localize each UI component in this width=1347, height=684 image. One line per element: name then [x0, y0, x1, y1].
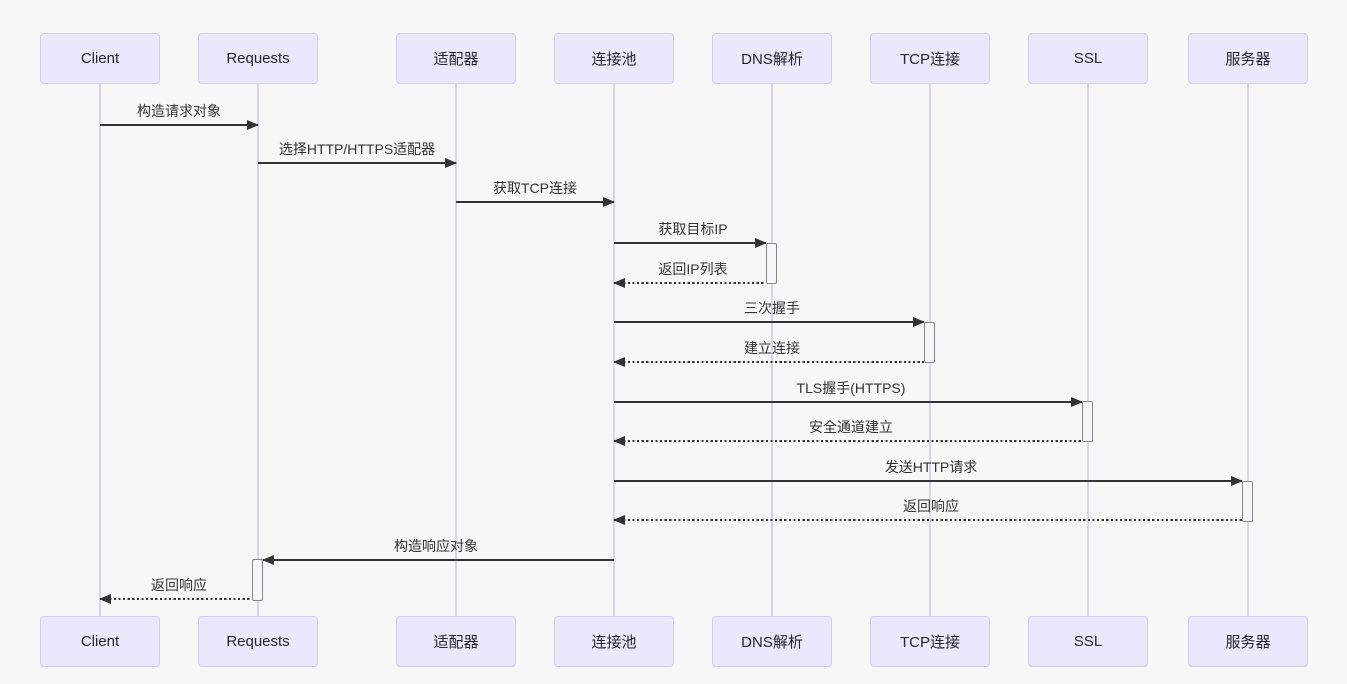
participant-top-adapter: 适配器 [396, 33, 516, 84]
message-label: 构造请求对象 [137, 103, 221, 119]
message-label: 建立连接 [744, 340, 800, 356]
message-line [614, 396, 1083, 407]
message-line [262, 554, 614, 565]
participant-top-dns: DNS解析 [712, 33, 832, 84]
participant-bottom-ssl: SSL [1028, 616, 1148, 667]
activation-dns [766, 243, 777, 284]
participant-label: Client [80, 633, 120, 650]
participant-label: Requests [226, 633, 290, 650]
message-label: 返回IP列表 [658, 261, 728, 277]
message-line [614, 475, 1243, 486]
message-line [614, 316, 925, 327]
message-line [258, 157, 457, 168]
participant-label: 连接池 [591, 51, 637, 68]
arrowhead-right-icon [1071, 396, 1083, 407]
message-label: 发送HTTP请求 [884, 459, 978, 475]
participant-label: DNS解析 [741, 51, 803, 68]
participant-top-server: 服务器 [1188, 33, 1308, 84]
participant-bottom-dns: DNS解析 [712, 616, 832, 667]
message-line [100, 119, 259, 130]
arrowhead-left-icon [262, 554, 274, 565]
arrowhead-right-icon [913, 316, 925, 327]
participant-bottom-adapter: 适配器 [396, 616, 516, 667]
participant-label: DNS解析 [741, 634, 803, 651]
lifeline-pool [613, 84, 615, 616]
arrowhead-right-icon [603, 196, 615, 207]
participant-top-client: Client [40, 33, 160, 84]
participant-bottom-server: 服务器 [1188, 616, 1308, 667]
participant-label: 连接池 [591, 634, 637, 651]
message-label: 获取TCP连接 [493, 180, 577, 196]
activation-tcp [924, 322, 935, 363]
participant-label: Client [80, 50, 120, 67]
participant-label: Requests [226, 50, 290, 67]
message-line [613, 356, 924, 367]
participant-label: 适配器 [433, 634, 479, 651]
participant-label: TCP连接 [899, 51, 960, 68]
arrowhead-right-icon [1231, 475, 1243, 486]
participant-bottom-requests: Requests [198, 616, 318, 667]
lifeline-client [99, 84, 101, 616]
participant-label: 服务器 [1225, 51, 1271, 68]
message-label: 返回响应 [151, 577, 207, 593]
activation-requests [252, 559, 263, 601]
arrowhead-left-icon [613, 277, 625, 288]
participant-label: SSL [1073, 50, 1103, 67]
activation-server [1242, 481, 1253, 522]
participant-top-tcp: TCP连接 [870, 33, 990, 84]
message-line [614, 237, 767, 248]
participant-bottom-client: Client [40, 616, 160, 667]
participant-label: 适配器 [433, 51, 479, 68]
arrowhead-left-icon [613, 514, 625, 525]
arrowhead-right-icon [247, 119, 259, 130]
lifeline-adapter [455, 84, 457, 616]
lifeline-ssl [1087, 84, 1089, 616]
message-label: 选择HTTP/HTTPS适配器 [278, 141, 436, 157]
arrowhead-right-icon [445, 157, 457, 168]
arrowhead-left-icon [613, 356, 625, 367]
participant-label: SSL [1073, 633, 1103, 650]
participant-bottom-tcp: TCP连接 [870, 616, 990, 667]
message-label: 返回响应 [903, 498, 959, 514]
participant-label: TCP连接 [899, 634, 960, 651]
arrowhead-left-icon [613, 435, 625, 446]
arrowhead-left-icon [99, 593, 111, 604]
message-label: 构造响应对象 [394, 538, 478, 554]
participant-label: 服务器 [1225, 634, 1271, 651]
message-label: 三次握手 [744, 300, 800, 316]
participant-top-requests: Requests [198, 33, 318, 84]
lifeline-server [1247, 84, 1249, 616]
lifeline-dns [771, 84, 773, 616]
lifeline-requests [257, 84, 259, 616]
participant-top-ssl: SSL [1028, 33, 1148, 84]
activation-ssl [1082, 401, 1093, 442]
message-label: 获取目标IP [658, 221, 728, 237]
message-line [456, 196, 615, 207]
message-line [613, 277, 766, 288]
message-line [99, 593, 252, 604]
message-label: TLS握手(HTTPS) [796, 380, 906, 396]
message-label: 安全通道建立 [809, 419, 893, 435]
participant-top-pool: 连接池 [554, 33, 674, 84]
message-line [613, 435, 1082, 446]
arrowhead-right-icon [755, 237, 767, 248]
message-line [613, 514, 1242, 525]
participant-bottom-pool: 连接池 [554, 616, 674, 667]
